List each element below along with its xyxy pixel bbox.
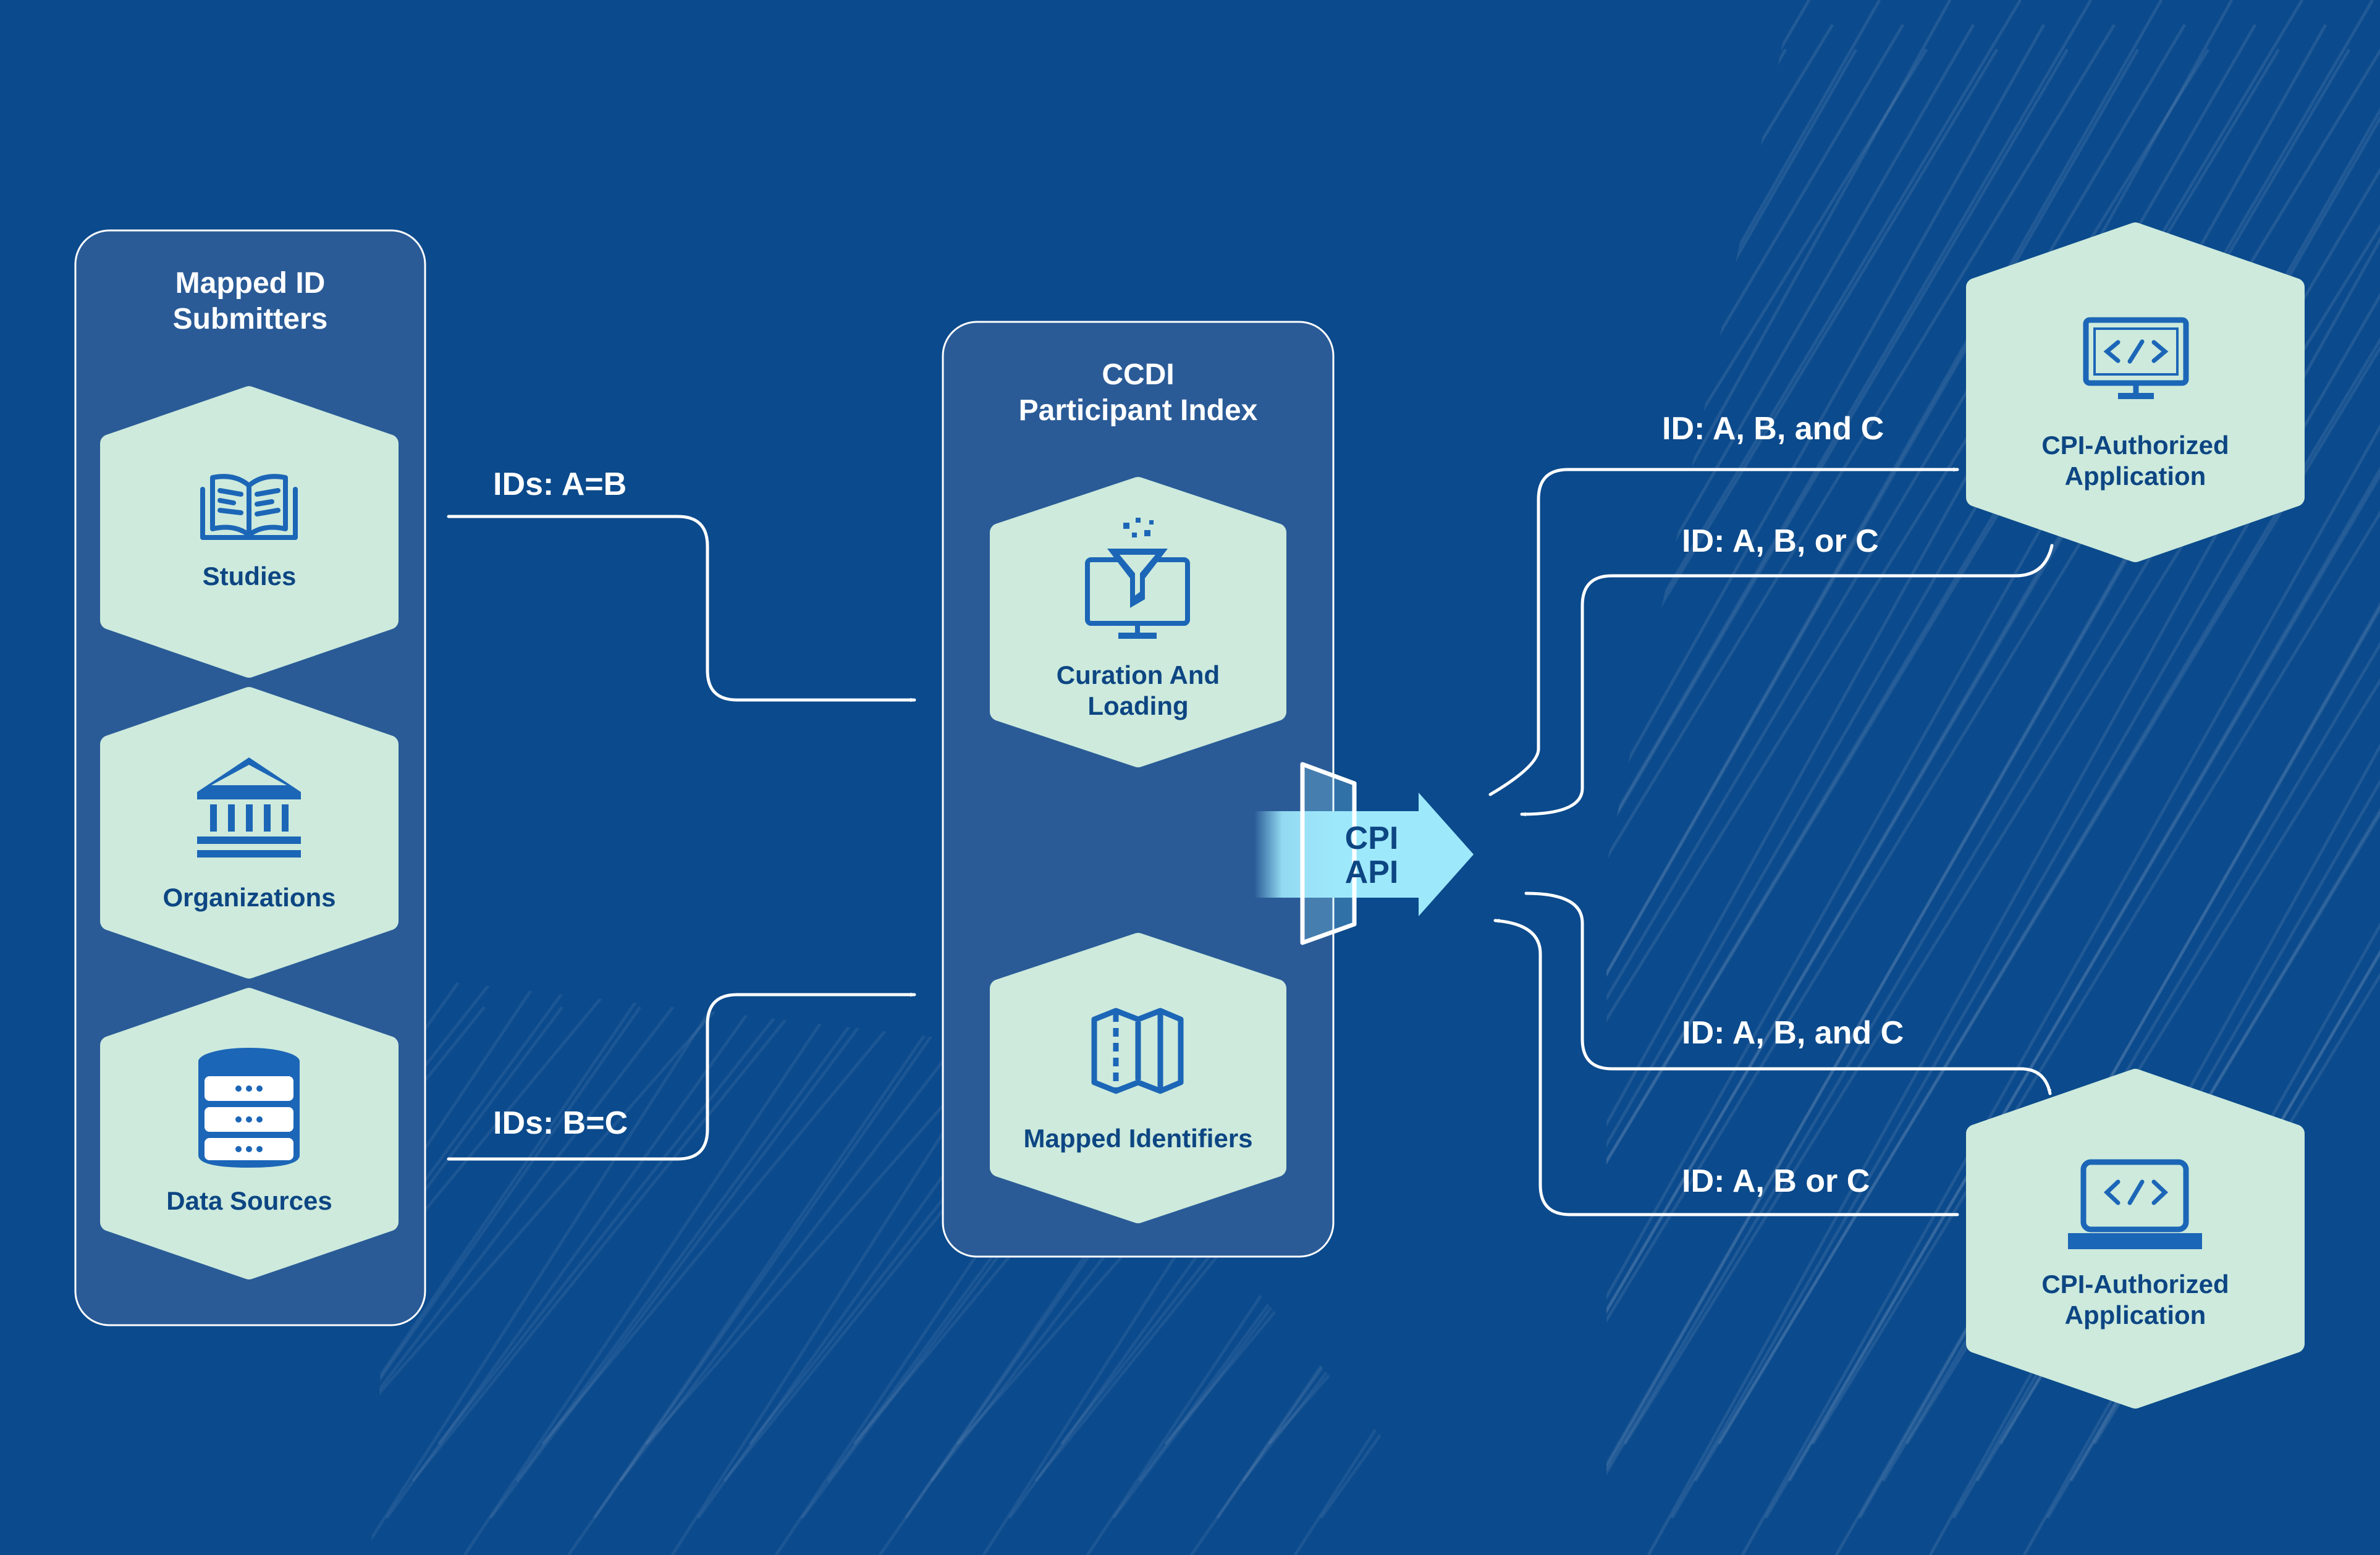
background-streak	[371, 981, 538, 1555]
code-monitor-icon	[2083, 317, 2189, 399]
organizations-hex	[100, 687, 399, 979]
flow-label-top-response: ID: A, B, or C	[1682, 523, 1879, 559]
background-streak	[1606, 0, 2022, 1445]
submitters-panel-title: Mapped ID Submitters	[172, 267, 328, 335]
code-laptop-icon	[2068, 1159, 2202, 1249]
flow-line-bottom-in	[447, 992, 916, 1161]
background-streak	[371, 1006, 564, 1519]
background-streak	[619, 981, 1005, 1482]
data-sources-label: Data Sources	[166, 1186, 332, 1215]
api-gate-frame	[1300, 762, 1357, 945]
background-streak	[1606, 0, 1952, 1555]
flow-line-top-in	[447, 515, 916, 702]
background-streak	[437, 976, 823, 1445]
background-streak	[411, 1006, 797, 1482]
background-streak	[1606, 0, 2093, 1482]
app-top-label: CPI-Authorized Application	[2041, 431, 2229, 491]
app-bottom-label: CPI-Authorized Application	[2041, 1270, 2229, 1330]
organizations-label: Organizations	[162, 883, 336, 912]
flow-label-bottom-response: ID: A, B or C	[1682, 1163, 1870, 1199]
background-streak	[1606, 0, 2163, 1519]
background-streak	[371, 976, 512, 1445]
background-streak	[489, 1006, 876, 1519]
background-streak	[1606, 23, 1975, 1519]
background-streak	[371, 1006, 642, 1555]
mapped-identifiers-label: Mapped Identifiers	[1023, 1124, 1253, 1153]
background-streak	[1694, 48, 2380, 1482]
flow-label-bottom-in: IDs: B=C	[493, 1105, 628, 1141]
background-streak	[1787, 0, 2380, 1482]
database-icon	[198, 1048, 300, 1168]
cpi-api-gate	[1254, 762, 1474, 945]
funnel-monitor-icon	[1085, 518, 1190, 639]
background-streak	[1811, 23, 2380, 1445]
background-streak	[1741, 23, 2380, 1555]
background-streak	[1606, 23, 1905, 1482]
background-streak	[1764, 48, 2380, 1519]
background-streak	[1606, 0, 2374, 1482]
flow-line-top-request	[1488, 467, 1959, 796]
flow-label-bottom-request: ID: A, B, and C	[1682, 1015, 1904, 1051]
flow-label-top-in: IDs: A=B	[493, 466, 627, 502]
background-streak	[1606, 48, 1999, 1482]
background-streak	[371, 1006, 719, 1445]
background-streak	[1606, 23, 2116, 1445]
background-streak	[463, 981, 850, 1555]
background-streak	[1670, 23, 2380, 1519]
background-streak	[1606, 48, 1928, 1445]
background-streak	[1647, 0, 2380, 1555]
background-streak	[1606, 23, 2380, 1482]
studies-label: Studies	[202, 562, 297, 591]
curation-label: Curation And Loading	[1056, 660, 1220, 721]
api-arrow	[1335, 793, 1474, 916]
participant-index-panel-title: CCDI Participant Index	[1018, 358, 1258, 427]
background-streak	[1606, 48, 2069, 1519]
flow-line-bottom-response	[1493, 919, 1959, 1216]
cpi-api-label: CPI API	[1344, 820, 1399, 890]
open-book-icon	[200, 474, 298, 540]
institution-building-icon	[197, 757, 301, 858]
background-streak	[1293, 976, 1483, 1555]
background-streak	[593, 976, 979, 1519]
background-streak	[541, 981, 927, 1445]
background-streak	[1623, 48, 2380, 1445]
background-streak	[1606, 0, 2380, 1519]
background-streak	[371, 976, 746, 1555]
map-icon	[1091, 1008, 1184, 1094]
flow-label-top-request: ID: A, B, and C	[1662, 411, 1884, 447]
background-streak	[567, 1006, 953, 1555]
background-streak	[1717, 0, 2380, 1445]
background-streak	[1319, 981, 1483, 1519]
background-streak	[515, 976, 901, 1482]
flow-line-bottom-request	[1524, 891, 2052, 1095]
background-streak	[371, 976, 668, 1519]
background-streak	[1606, 23, 2380, 1445]
flow-line-top-response	[1520, 544, 2054, 817]
